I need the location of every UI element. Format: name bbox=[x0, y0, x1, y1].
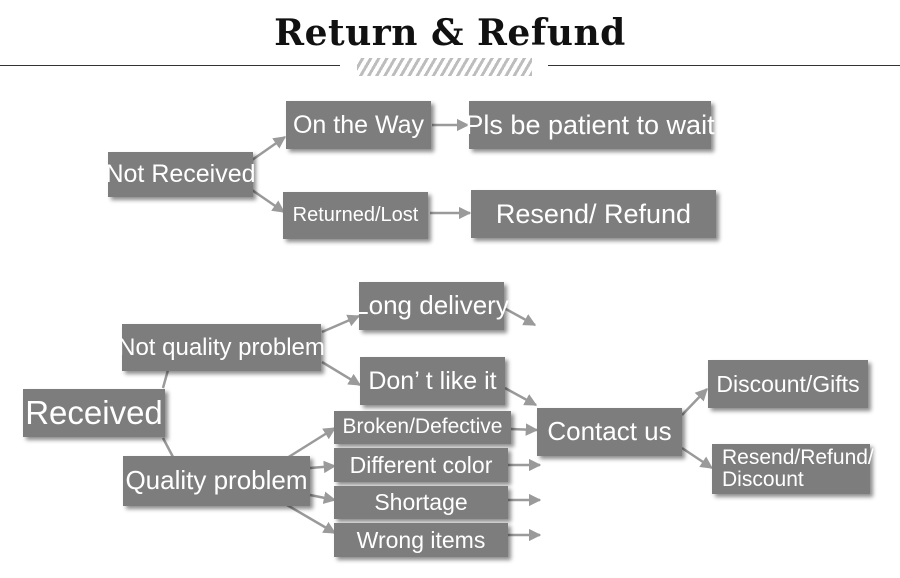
arrow-long-delivery-out bbox=[503, 306, 537, 327]
arrow-quality-to-color bbox=[309, 460, 337, 474]
node-contact-us: Contact us bbox=[537, 408, 682, 456]
node-shortage: Shortage bbox=[334, 486, 508, 519]
arrow-quality-to-broken bbox=[286, 426, 337, 460]
arrow-quality-to-wrong bbox=[286, 503, 337, 535]
title-rule-right bbox=[548, 65, 900, 66]
node-returned-lost: Returned/Lost bbox=[283, 192, 428, 239]
arrow-broken-to-contact bbox=[509, 423, 539, 436]
node-not-quality-problem: Not quality problem bbox=[118, 324, 325, 371]
node-not-received: Not Received bbox=[105, 152, 256, 197]
connector-received-to-quality bbox=[161, 437, 175, 458]
node-different-color: Different color bbox=[334, 448, 508, 482]
arrow-dont-like-to-contact bbox=[504, 386, 538, 407]
node-resend-refund-discount-line1: Resend/Refund/ bbox=[722, 445, 874, 469]
node-dont-like-it: Don’ t like it bbox=[360, 357, 505, 405]
node-quality-problem: Quality problem bbox=[123, 456, 310, 506]
arrow-contact-to-discount bbox=[681, 388, 708, 416]
node-long-delivery: Long delivery bbox=[354, 282, 509, 330]
arrow-not-quality-to-dont-like bbox=[321, 360, 362, 387]
node-discount-gifts: Discount/Gifts bbox=[708, 360, 868, 408]
node-broken-defective: Broken/Defective bbox=[334, 411, 511, 444]
arrow-not-received-to-returned-lost bbox=[251, 188, 286, 214]
node-received: Received bbox=[23, 389, 165, 437]
title-hatch-decoration bbox=[357, 58, 532, 76]
node-resend-refund: Resend/ Refund bbox=[471, 190, 716, 238]
node-resend-refund-discount: Resend/Refund/ Discount bbox=[712, 444, 874, 494]
arrow-contact-to-resend-refund-discount bbox=[681, 446, 714, 470]
node-on-the-way: On the Way bbox=[286, 101, 431, 149]
node-pls-be-patient: Pls be patient to wait bbox=[465, 101, 715, 149]
node-wrong-items: Wrong items bbox=[334, 523, 508, 557]
title-rule-left bbox=[0, 65, 340, 66]
page-title: Return & Refund bbox=[274, 12, 626, 54]
arrow-quality-to-shortage bbox=[309, 491, 337, 504]
node-resend-refund-discount-line2: Discount bbox=[722, 468, 804, 491]
connector-received-to-not-quality bbox=[161, 369, 170, 389]
arrow-not-quality-to-long-delivery bbox=[321, 314, 361, 334]
arrow-not-received-to-on-the-way bbox=[251, 135, 287, 162]
